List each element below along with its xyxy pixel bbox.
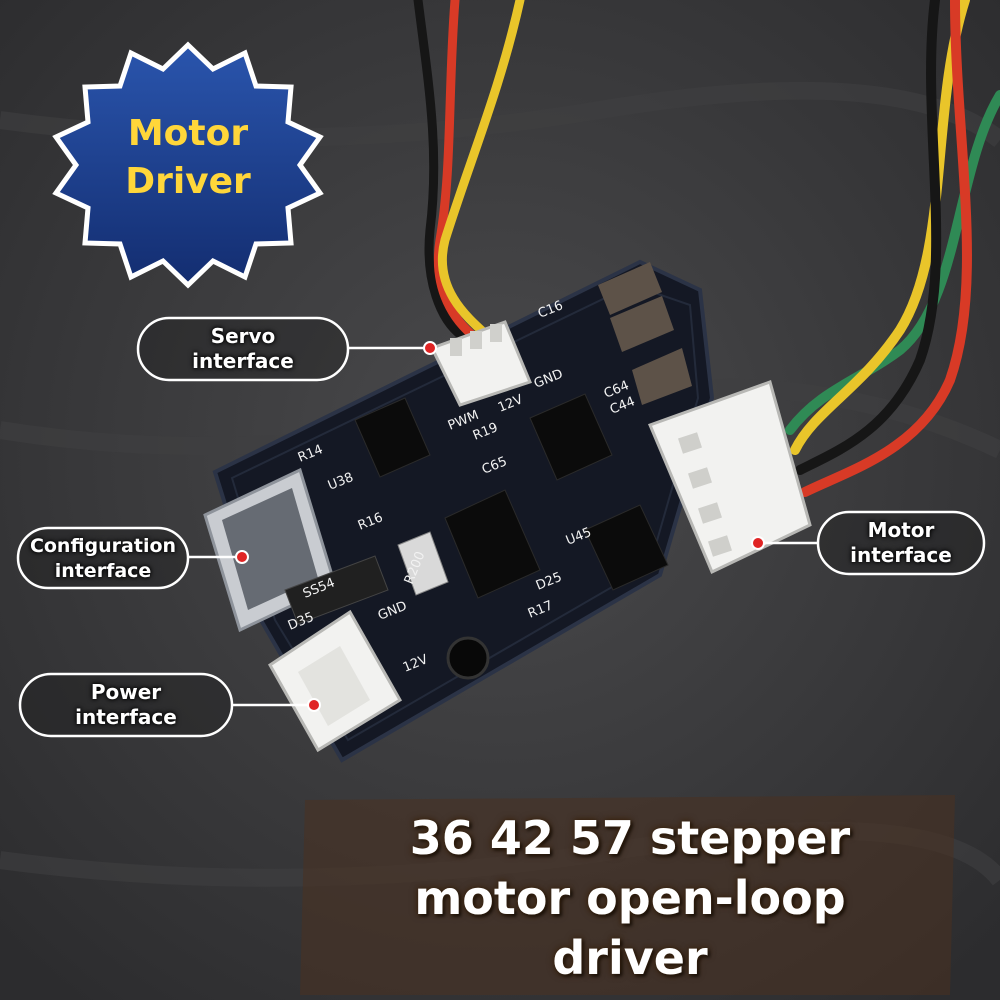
motor-driver-badge (52, 41, 324, 289)
caption-line-3: driver (552, 931, 708, 985)
power-label-line-1: Power (90, 680, 162, 704)
badge-title: Motor Driver (88, 110, 288, 206)
servo-connector (429, 320, 533, 407)
badge-line-2: Driver (125, 161, 251, 202)
servo-interface-label: Servo interface (138, 324, 348, 374)
caption-line-2: motor open-loop (414, 871, 846, 925)
power-connector (268, 609, 403, 753)
callout-leaders (188, 346, 818, 707)
motor-label-line-2: interface (850, 543, 952, 567)
servo-label-line-2: interface (192, 349, 294, 373)
motor-cable (785, 0, 1000, 497)
configuration-label-line-1: Configuration (29, 535, 177, 557)
power-label-line-2: interface (75, 705, 177, 729)
callout-dots (235, 341, 765, 712)
power-interface-label: Power interface (20, 680, 232, 730)
configuration-interface-label: Configuration interface (8, 534, 198, 584)
servo-cable (413, 0, 525, 343)
servo-label-line-1: Servo (210, 324, 276, 348)
badge-line-1: Motor (127, 113, 249, 154)
configuration-label-line-2: interface (54, 560, 152, 582)
product-caption: 36 42 57 stepper motor open-loop driver (300, 808, 960, 988)
motor-label-line-1: Motor (867, 518, 935, 542)
motor-interface-label: Motor interface (818, 518, 984, 568)
caption-line-1: 36 42 57 stepper (409, 811, 851, 865)
caption-brush-backdrop (300, 795, 955, 995)
chips (284, 262, 692, 680)
motor-connector (648, 380, 812, 575)
